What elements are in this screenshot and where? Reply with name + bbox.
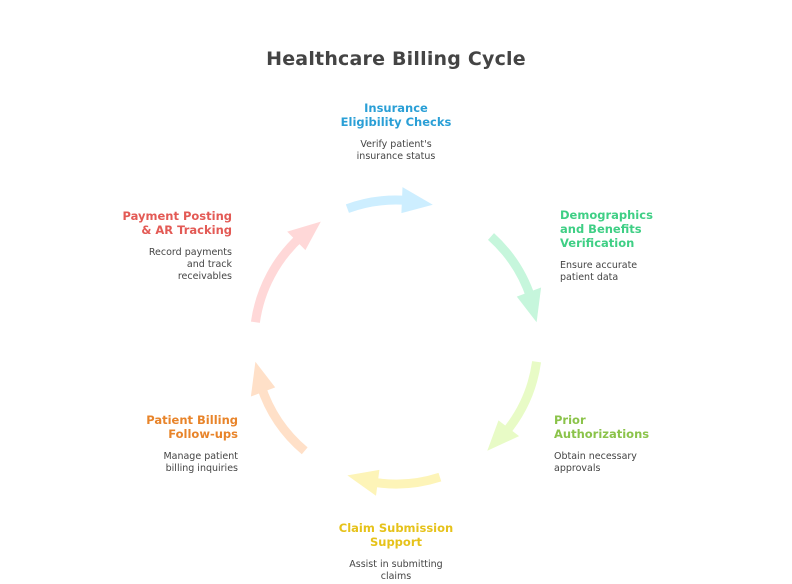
step-title: Prior Authorizations [554, 413, 650, 441]
cycle-arc [487, 233, 536, 300]
step-insurance-eligibility: Insurance Eligibility Checks Verify pati… [321, 101, 471, 163]
diagram-title: Healthcare Billing Cycle [266, 48, 526, 70]
step-title: Claim Submission Support [338, 521, 454, 549]
step-title: Patient Billing Follow-ups [146, 413, 238, 441]
cycle-arc [256, 384, 308, 455]
step-description: Ensure accurate patient data [560, 260, 638, 283]
step-description: Obtain necessary approvals [554, 451, 637, 474]
cycle-arc [345, 195, 409, 213]
cycle-arrowhead [250, 361, 276, 397]
step-title: Insurance Eligibility Checks [340, 101, 452, 129]
step-claim-submission: Claim Submission Support Assist in submi… [321, 521, 471, 583]
cycle-arc [501, 361, 542, 437]
step-description: Manage patient billing inquiries [163, 451, 238, 474]
step-description: Verify patient's insurance status [356, 139, 436, 162]
cycle-arrowhead [401, 187, 433, 214]
cycle-arrowhead [347, 469, 380, 496]
step-demographics-verification: Demographics and Benefits Verification E… [560, 208, 710, 284]
cycle-arrowhead [287, 221, 321, 251]
step-description: Assist in submitting claims [349, 559, 443, 582]
step-title: Demographics and Benefits Verification [560, 208, 653, 250]
step-payment-posting: Payment Posting & AR Tracking Record pay… [82, 209, 232, 283]
cycle-arc [370, 472, 442, 489]
step-title: Payment Posting & AR Tracking [122, 209, 232, 237]
cycle-arc [250, 232, 305, 323]
cycle-arrowhead [487, 420, 520, 451]
step-prior-authorizations: Prior Authorizations Obtain necessary ap… [554, 413, 704, 475]
cycle-arrowhead [516, 287, 542, 323]
step-description: Record payments and track receivables [148, 247, 232, 282]
step-patient-billing-followups: Patient Billing Follow-ups Manage patien… [88, 413, 238, 475]
